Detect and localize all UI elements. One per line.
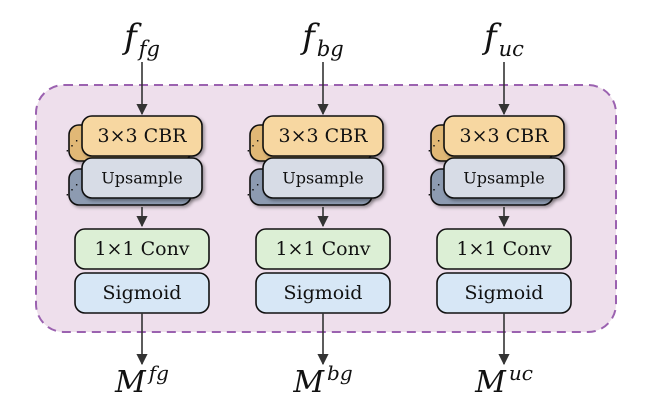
conv-block <box>436 228 572 270</box>
conv-label: 1×1 Conv <box>275 238 370 260</box>
cbr-block <box>262 115 384 157</box>
upsample-label: Upsample <box>282 169 363 188</box>
input-feature-label: fbg <box>299 17 343 61</box>
input-feature-label: fuc <box>481 17 524 61</box>
input-feature-label: ffg <box>121 17 160 61</box>
cbr-block <box>81 115 203 157</box>
conv-block <box>255 228 391 270</box>
conv-block <box>74 228 210 270</box>
cbr-label: 3×3 CBR <box>460 125 550 147</box>
upsample-block <box>262 157 384 199</box>
upsample-label: Upsample <box>101 169 182 188</box>
stack-ellipsis-icon: ⋰ <box>427 182 441 198</box>
cbr-label: 3×3 CBR <box>279 125 369 147</box>
cbr-label: 3×3 CBR <box>98 125 188 147</box>
stack-ellipsis-icon: ⋰ <box>65 182 79 198</box>
conv-label: 1×1 Conv <box>456 238 551 260</box>
conv-label: 1×1 Conv <box>94 238 189 260</box>
stack-ellipsis-icon: ⋰ <box>246 138 260 154</box>
sigmoid-label: Sigmoid <box>103 282 182 304</box>
sigmoid-label: Sigmoid <box>465 282 544 304</box>
stack-ellipsis-icon: ⋰ <box>427 138 441 154</box>
upsample-block <box>81 157 203 199</box>
stack-ellipsis-icon: ⋰ <box>246 182 260 198</box>
upsample-label: Upsample <box>463 169 544 188</box>
stack-ellipsis-icon: ⋰ <box>65 138 79 154</box>
upsample-block <box>443 157 565 199</box>
sigmoid-label: Sigmoid <box>284 282 363 304</box>
cbr-block <box>443 115 565 157</box>
